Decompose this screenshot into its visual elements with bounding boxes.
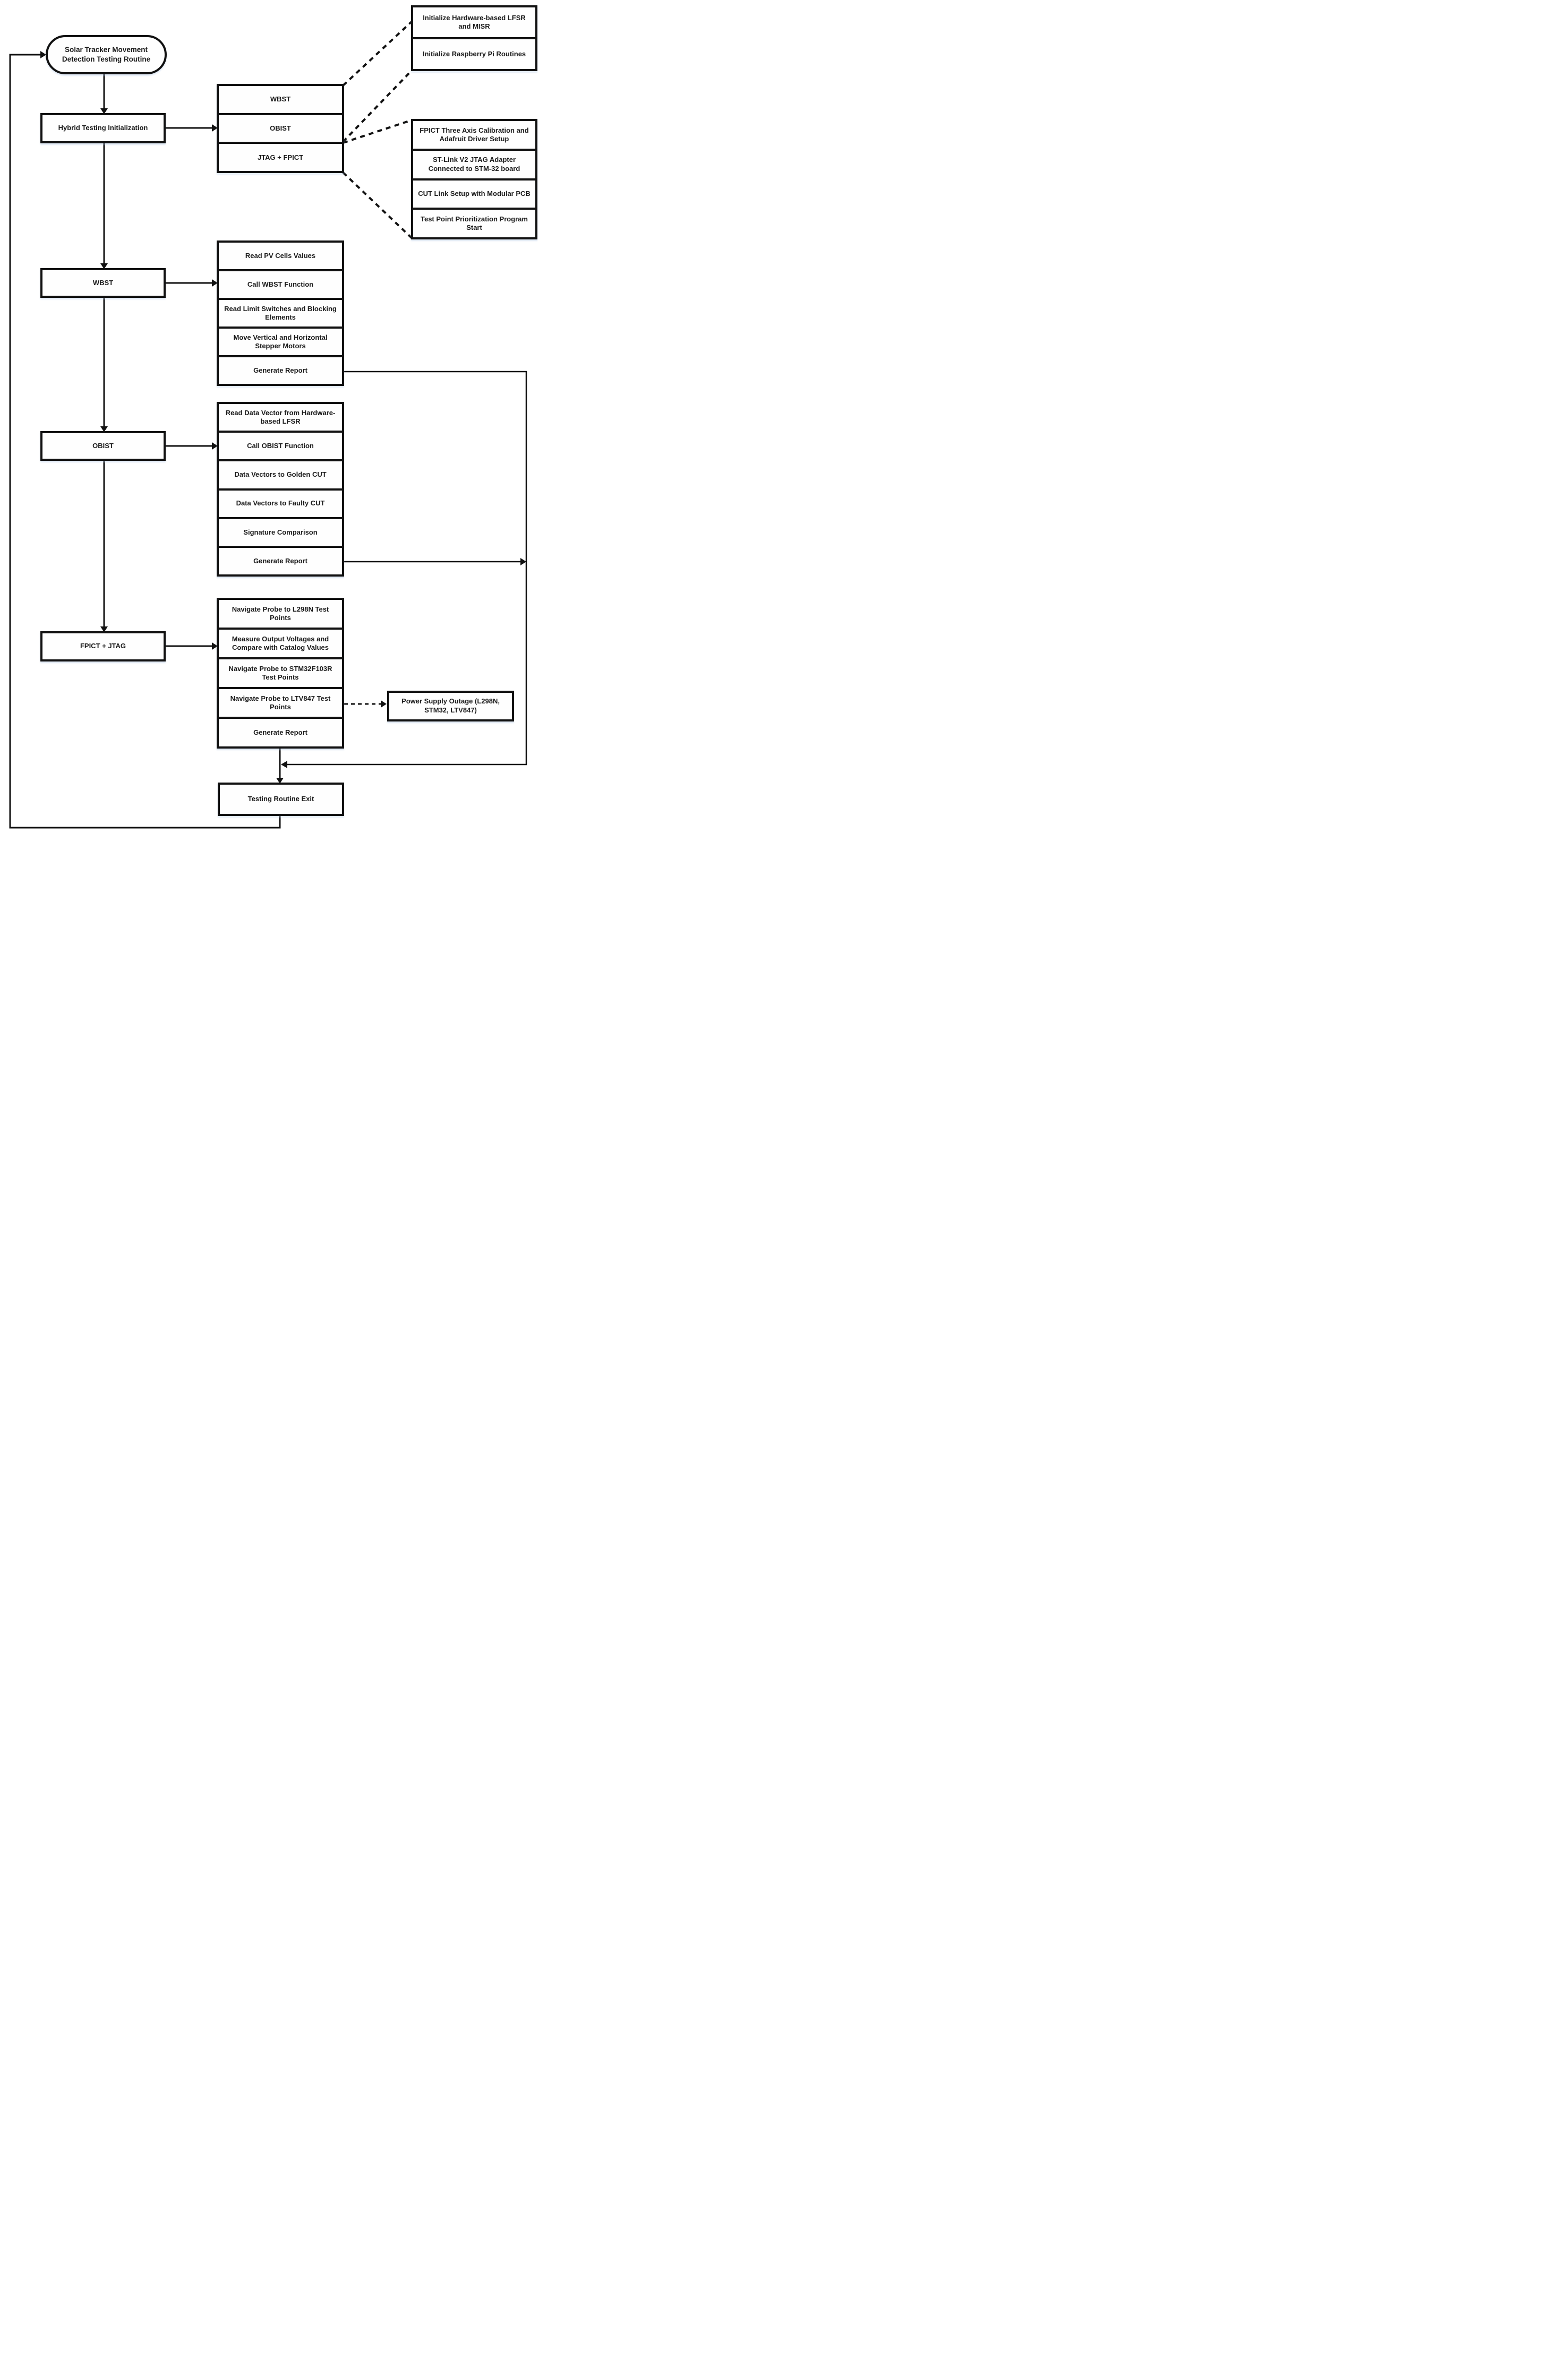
node-fpict-jtag-label: FPICT + JTAG xyxy=(80,642,126,650)
fpict-step-probe-stm32f103r-label: Navigate Probe to STM32F103R Test Points xyxy=(228,664,332,681)
init-raspberry-pi-label: Initialize Raspberry Pi Routines xyxy=(422,49,526,58)
arrowhead-fpictjtag-to-steps xyxy=(212,642,218,650)
wbst-step-read-limit-switches: Read Limit Switches and Blocking Element… xyxy=(217,298,344,329)
node-power-supply-outage: Power Supply Outage (L298N, STM32, LTV84… xyxy=(387,691,514,721)
node-start-label: Solar Tracker Movement Detection Testing… xyxy=(62,46,151,63)
node-testing-routine-exit: Testing Routine Exit xyxy=(218,783,344,816)
wbst-step-generate-report-label: Generate Report xyxy=(253,366,307,374)
arrowhead-obist-to-fpictjtag xyxy=(100,626,108,632)
setup-three-axis-calibration: FPICT Three Axis Calibration and Adafrui… xyxy=(411,119,537,151)
obist-step-signature-comparison-label: Signature Comparison xyxy=(243,528,318,536)
node-wbst-label: WBST xyxy=(92,278,114,287)
fpict-step-generate-report: Generate Report xyxy=(217,717,344,749)
node-obist-label: OBIST xyxy=(92,441,114,450)
stack-methods: WBST OBIST JTAG + FPICT xyxy=(217,84,344,174)
wbst-step-read-limit-switches-label: Read Limit Switches and Blocking Element… xyxy=(224,304,337,321)
node-testing-routine-exit-label: Testing Routine Exit xyxy=(247,795,314,803)
obist-step-call-function: Call OBIST Function xyxy=(217,431,344,462)
fpict-step-generate-report-label: Generate Report xyxy=(253,728,307,736)
wire-exit-feedback-loop xyxy=(9,54,281,829)
node-start: Solar Tracker Movement Detection Testing… xyxy=(46,35,167,74)
wbst-step-read-pv: Read PV Cells Values xyxy=(217,240,344,271)
wire-wbst-report-trunk xyxy=(287,371,527,766)
dashed-jtag-to-setup-group-bottom xyxy=(342,171,413,239)
wbst-step-move-motors: Move Vertical and Horizontal Stepper Mot… xyxy=(217,327,344,357)
setup-cut-link: CUT Link Setup with Modular PCB xyxy=(411,178,537,210)
fpict-step-measure-voltages-label: Measure Output Voltages and Compare with… xyxy=(232,634,329,651)
setup-test-point-prioritization: Test Point Prioritization Program Start xyxy=(411,208,537,239)
init-lfsr-misr: Initialize Hardware-based LFSR and MISR xyxy=(411,5,537,39)
arrowhead-feedback-into-start xyxy=(40,51,46,58)
init-raspberry-pi: Initialize Raspberry Pi Routines xyxy=(411,37,537,71)
arrowhead-wbst-to-steps xyxy=(212,279,218,287)
dashed-wbst-to-init-group xyxy=(342,20,413,87)
wbst-step-call-function: Call WBST Function xyxy=(217,269,344,300)
node-power-supply-outage-label: Power Supply Outage (L298N, STM32, LTV84… xyxy=(401,697,500,714)
wbst-step-move-motors-label: Move Vertical and Horizontal Stepper Mot… xyxy=(233,333,328,350)
node-hybrid-label: Hybrid Testing Initialization xyxy=(58,124,148,132)
fpict-step-measure-voltages: Measure Output Voltages and Compare with… xyxy=(217,628,344,659)
setup-stlink-label: ST-Link V2 JTAG Adapter Connected to STM… xyxy=(428,156,520,173)
method-obist: OBIST xyxy=(217,113,344,144)
setup-three-axis-label: FPICT Three Axis Calibration and Adafrui… xyxy=(420,126,529,143)
obist-step-signature-comparison: Signature Comparison xyxy=(217,517,344,548)
node-fpict-jtag: FPICT + JTAG xyxy=(40,631,166,661)
obist-step-read-data-vector-label: Read Data Vector from Hardware-based LFS… xyxy=(225,408,336,426)
fpict-step-probe-ltv847-label: Navigate Probe to LTV847 Test Points xyxy=(230,694,331,711)
method-jtag-fpict: JTAG + FPICT xyxy=(217,142,344,174)
stack-wbst-steps: Read PV Cells Values Call WBST Function … xyxy=(217,240,344,386)
node-wbst: WBST xyxy=(40,268,166,298)
wbst-step-read-pv-label: Read PV Cells Values xyxy=(245,251,316,260)
arrowhead-trunk-into-exit-line xyxy=(281,761,287,768)
method-wbst-label: WBST xyxy=(270,95,291,104)
obist-step-generate-report-label: Generate Report xyxy=(253,556,307,565)
obist-step-vectors-golden-cut: Data Vectors to Golden CUT xyxy=(217,459,344,491)
method-jtag-fpict-label: JTAG + FPICT xyxy=(257,153,304,161)
obist-step-vectors-faulty-cut-label: Data Vectors to Faulty CUT xyxy=(236,499,325,508)
arrowhead-obist-to-steps xyxy=(212,442,218,450)
arrowhead-start-to-hybrid xyxy=(100,108,108,114)
flowchart-canvas: Solar Tracker Movement Detection Testing… xyxy=(0,0,542,833)
arrowhead-hybrid-to-methods xyxy=(212,124,218,132)
dashed-jtag-to-setup-group-top xyxy=(343,119,413,144)
setup-cut-link-label: CUT Link Setup with Modular PCB xyxy=(418,190,531,198)
arrowhead-into-exit xyxy=(276,778,284,784)
stack-fpict-steps: Navigate Probe to L298N Test Points Meas… xyxy=(217,598,344,749)
method-obist-label: OBIST xyxy=(270,124,291,132)
method-wbst: WBST xyxy=(217,84,344,115)
arrowhead-into-power-outage xyxy=(381,700,387,708)
node-obist: OBIST xyxy=(40,431,166,461)
wbst-step-call-function-label: Call WBST Function xyxy=(247,280,314,288)
arrowhead-hybrid-to-wbst xyxy=(100,263,108,269)
node-hybrid-testing-initialization: Hybrid Testing Initialization xyxy=(40,113,166,143)
setup-test-point-label: Test Point Prioritization Program Start xyxy=(420,214,528,232)
fpict-step-probe-l298n-label: Navigate Probe to L298N Test Points xyxy=(232,605,329,622)
arrowhead-wbst-to-obist xyxy=(100,426,108,432)
fpict-step-probe-l298n: Navigate Probe to L298N Test Points xyxy=(217,598,344,630)
obist-step-generate-report: Generate Report xyxy=(217,545,344,577)
arrowhead-obist-report-into-trunk xyxy=(520,558,526,565)
obist-step-read-data-vector: Read Data Vector from Hardware-based LFS… xyxy=(217,402,344,433)
stack-initialize: Initialize Hardware-based LFSR and MISR … xyxy=(411,5,537,71)
connector-layer xyxy=(9,20,527,829)
obist-step-call-function-label: Call OBIST Function xyxy=(247,442,314,450)
stack-obist-steps: Read Data Vector from Hardware-based LFS… xyxy=(217,402,344,577)
stack-fpict-setup: FPICT Three Axis Calibration and Adafrui… xyxy=(411,119,537,239)
fpict-step-probe-ltv847: Navigate Probe to LTV847 Test Points xyxy=(217,687,344,719)
wbst-step-generate-report: Generate Report xyxy=(217,355,344,386)
obist-step-vectors-golden-cut-label: Data Vectors to Golden CUT xyxy=(234,470,327,479)
init-lfsr-misr-label: Initialize Hardware-based LFSR and MISR xyxy=(423,13,526,30)
dashed-obist-to-init-group xyxy=(342,69,413,143)
obist-step-vectors-faulty-cut: Data Vectors to Faulty CUT xyxy=(217,488,344,519)
fpict-step-probe-stm32f103r: Navigate Probe to STM32F103R Test Points xyxy=(217,657,344,689)
setup-stlink-adapter: ST-Link V2 JTAG Adapter Connected to STM… xyxy=(411,148,537,181)
